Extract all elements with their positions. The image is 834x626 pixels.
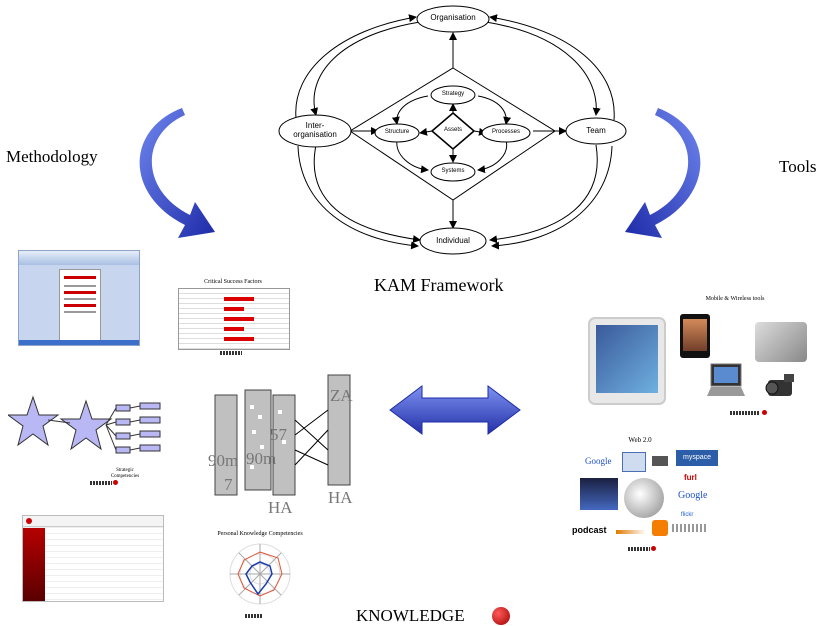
pkc-radar-chart xyxy=(229,543,291,605)
laptop-icon xyxy=(707,363,745,396)
tools-label: Tools xyxy=(779,157,817,176)
pkc-logo xyxy=(245,614,263,618)
wikipedia-globe xyxy=(624,478,664,518)
phone-image xyxy=(680,314,710,358)
col-label-7: ZA xyxy=(330,386,353,405)
csf-table xyxy=(178,288,290,350)
double-arrow xyxy=(389,385,521,435)
map-logo xyxy=(90,481,112,485)
web-title: Web 2.0 xyxy=(628,436,652,444)
label-strategy: Strategy xyxy=(441,91,465,97)
digg-logo xyxy=(652,456,668,466)
node-interorganisation xyxy=(278,114,352,148)
csf-title: Critical Success Factors xyxy=(204,279,262,285)
label-processes: Processes xyxy=(491,129,520,135)
tools-arrow xyxy=(625,108,701,238)
podcast-logo: podcast xyxy=(572,525,607,535)
tablet-image xyxy=(588,317,666,405)
knowledge-logo-icon xyxy=(492,607,510,625)
node-organisation xyxy=(416,5,490,33)
mobile-title: Mobile & Wireless tools xyxy=(705,296,765,302)
pkc-title: Personal Knowledge Competencies xyxy=(217,531,303,537)
col-label-6: HA xyxy=(328,488,353,507)
node-processes xyxy=(481,123,531,143)
camcorder-icon xyxy=(765,374,794,396)
node-individual xyxy=(419,227,487,255)
mobile-logo-dot xyxy=(762,410,767,415)
link-org-inter xyxy=(310,21,421,116)
node-strategy xyxy=(430,85,476,105)
label-systems: Systems xyxy=(441,168,465,174)
label-team: Team xyxy=(586,126,606,135)
google-logo-2: Google xyxy=(678,490,708,501)
node-team xyxy=(565,117,627,145)
web-logo-dot xyxy=(651,546,656,551)
col-label-3: 57 xyxy=(270,425,287,444)
link-org-team xyxy=(485,21,601,116)
link-inter-ind xyxy=(313,144,421,244)
col-label-2: 90m xyxy=(246,449,277,468)
label-inter-line1: Inter- xyxy=(305,121,325,130)
methodology-label: Methodology xyxy=(6,147,98,166)
col-label-5: HA xyxy=(268,498,293,517)
label-structure: Structure xyxy=(384,129,410,135)
pda-image xyxy=(755,322,807,362)
label-assets: Assets xyxy=(443,127,462,133)
knowledge-text: KNOWLEDGE xyxy=(356,606,465,625)
label-interorganisation: Inter- organisation xyxy=(280,121,350,139)
node-systems xyxy=(430,162,476,182)
podcast-bar xyxy=(616,530,646,534)
web-logo xyxy=(628,547,650,551)
red-web-screenshot xyxy=(22,515,164,602)
strategic-competencies-label: Strategic Competencies xyxy=(110,468,140,479)
myspace-logo: myspace xyxy=(676,450,718,466)
document-screenshot xyxy=(18,250,140,346)
column-diagram xyxy=(214,374,351,496)
col-label-1: 90m xyxy=(208,451,239,470)
csf-logo xyxy=(220,351,242,355)
strategic-competencies-map xyxy=(8,395,161,454)
furl-logo: furl xyxy=(684,473,697,482)
feed-logo xyxy=(672,524,706,532)
flickr-logo: flickr xyxy=(681,512,694,518)
delicious-logo xyxy=(622,452,646,472)
methodology-arrow xyxy=(139,108,215,238)
map-logo-dot xyxy=(113,480,118,485)
label-individual: Individual xyxy=(436,236,470,245)
node-assets xyxy=(430,111,476,151)
mobile-logo xyxy=(730,411,760,415)
col-label-4: 7 xyxy=(224,475,233,494)
label-inter-line2: organisation xyxy=(293,130,337,139)
node-structure xyxy=(374,123,420,143)
label-organisation: Organisation xyxy=(430,13,476,22)
link-team-ind xyxy=(489,144,598,244)
google-logo: Google xyxy=(585,456,612,466)
blogger-logo xyxy=(652,520,668,536)
photo-collage xyxy=(580,478,618,510)
framework-title: KAM Framework xyxy=(374,275,504,295)
